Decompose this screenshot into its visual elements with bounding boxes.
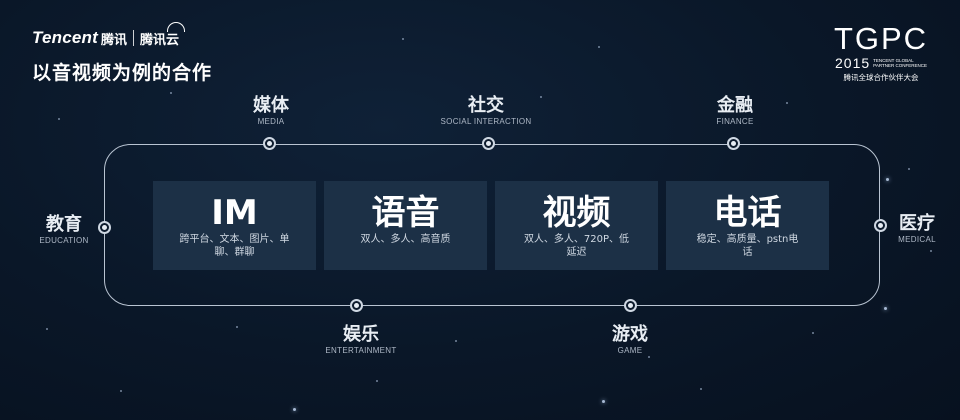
node-entertainment <box>350 299 363 312</box>
page-title: 以音视频为例的合作 <box>32 62 213 84</box>
service-title: 视频 <box>542 193 611 233</box>
cloud-icon <box>166 21 185 32</box>
tgpc-en-line1: TENCENT GLOBAL <box>873 58 914 63</box>
field-en: FINANCE <box>716 117 754 126</box>
service-box-voice: 语音 双人、多人、高音质 <box>324 181 487 270</box>
field-education: 教育 EDUCATION <box>39 214 88 245</box>
service-desc: 双人、多人、720P、低延迟 <box>523 234 630 258</box>
tgpc-year: 2015 <box>835 55 871 71</box>
node-education <box>98 221 111 234</box>
field-en: MEDIA <box>257 117 285 126</box>
tgpc-en-line2: PARTNER CONFERENCE <box>873 63 927 68</box>
service-box-video: 视频 双人、多人、720P、低延迟 <box>495 181 658 270</box>
field-cn: 教育 <box>45 214 82 235</box>
node-social <box>482 137 495 150</box>
field-game: 游戏 GAME <box>612 324 648 355</box>
tgpc-en-text: TENCENT GLOBAL PARTNER CONFERENCE <box>873 58 927 68</box>
field-cn: 社交 <box>468 95 504 116</box>
tgpc-mark: TGPC <box>833 21 929 56</box>
service-desc: 稳定、高质量、pstn电话 <box>696 234 799 258</box>
field-en: EDUCATION <box>39 236 89 245</box>
node-finance <box>727 137 740 150</box>
field-cn: 医疗 <box>898 213 935 234</box>
service-title: IM <box>211 193 258 233</box>
tencent-cloud-logo: Tencent 腾讯 腾讯云 <box>32 21 185 48</box>
service-desc: 跨平台、文本、图片、单聊、群聊 <box>179 234 290 258</box>
field-finance: 金融 FINANCE <box>716 95 753 126</box>
field-social: 社交 SOCIAL INTERACTION <box>441 95 532 126</box>
service-box-phone: 电话 稳定、高质量、pstn电话 <box>666 181 829 270</box>
field-medical: 医疗 MEDICAL <box>898 213 936 244</box>
field-cn: 金融 <box>717 95 753 116</box>
field-en: GAME <box>617 346 643 355</box>
tgpc-logo: TGPC 2015 TENCENT GLOBAL PARTNER CONFERE… <box>826 21 936 83</box>
logo-divider <box>132 30 134 46</box>
field-en: ENTERTAINMENT <box>325 346 397 355</box>
tencent-wordmark: Tencent <box>32 28 98 47</box>
field-en: SOCIAL INTERACTION <box>440 117 532 126</box>
field-en: MEDICAL <box>898 235 936 244</box>
field-cn: 游戏 <box>612 324 648 345</box>
service-title: 电话 <box>713 193 782 233</box>
node-medical <box>874 219 887 232</box>
node-game <box>624 299 637 312</box>
service-box-im: IM 跨平台、文本、图片、单聊、群聊 <box>153 181 316 270</box>
tencent-cloud-wordmark: 腾讯云 <box>139 21 185 48</box>
tgpc-cn-text: 腾讯全球合作伙伴大会 <box>843 73 919 82</box>
service-desc: 双人、多人、高音质 <box>360 234 451 245</box>
field-cn: 娱乐 <box>342 324 379 345</box>
service-title: 语音 <box>371 193 440 233</box>
field-media: 媒体 MEDIA <box>253 95 289 126</box>
node-media <box>263 137 276 150</box>
tencent-cn-wordmark: 腾讯 <box>100 32 127 48</box>
field-entertainment: 娱乐 ENTERTAINMENT <box>325 324 396 355</box>
field-cn: 媒体 <box>253 95 289 116</box>
cloud-label: 腾讯云 <box>139 32 179 48</box>
